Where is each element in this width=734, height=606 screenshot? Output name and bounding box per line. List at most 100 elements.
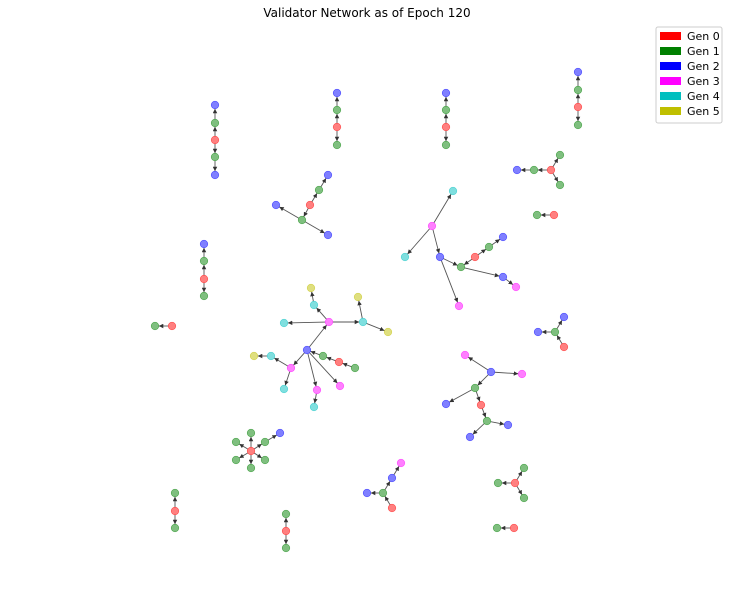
network-edge — [253, 452, 263, 459]
validator-node-gen-1 — [350, 363, 360, 373]
validator-node-gen-1 — [297, 215, 307, 225]
validator-node-gen-1 — [573, 120, 583, 130]
network-edge — [384, 481, 391, 490]
validator-node-gen-1 — [519, 493, 529, 503]
network-edge — [505, 278, 514, 286]
validator-node-gen-2 — [498, 272, 508, 282]
network-edge — [342, 362, 352, 368]
validator-node-gen-1 — [231, 455, 241, 465]
legend-swatch — [660, 92, 681, 100]
legend-label: Gen 1 — [687, 45, 720, 58]
validator-node-gen-1 — [532, 210, 542, 220]
validator-node-gen-2 — [441, 399, 451, 409]
validator-node-gen-1 — [260, 437, 270, 447]
validator-node-gen-3 — [511, 282, 521, 292]
legend-swatch — [660, 32, 681, 40]
legend-swatch — [660, 107, 681, 115]
validator-node-gen-0 — [559, 342, 569, 352]
network-edge — [384, 496, 391, 505]
validator-node-gen-2 — [323, 230, 333, 240]
validator-node-gen-2 — [210, 100, 220, 110]
validator-node-gen-1 — [210, 118, 220, 128]
network-edge — [490, 421, 505, 426]
network-edge — [449, 389, 472, 403]
validator-node-gen-3 — [324, 317, 334, 327]
validator-node-gen-0 — [509, 523, 519, 533]
network-edge — [239, 443, 248, 450]
network-edge — [303, 208, 309, 217]
validator-node-gen-1 — [246, 428, 256, 438]
network-edge — [357, 300, 363, 319]
validator-node-gen-2 — [387, 473, 397, 483]
network-edge — [305, 221, 325, 234]
validator-node-gen-2 — [435, 252, 445, 262]
legend-label: Gen 0 — [687, 30, 720, 43]
network-edge — [393, 466, 400, 475]
validator-node-gen-4 — [279, 318, 289, 328]
validator-node-gen-2 — [441, 88, 451, 98]
network-edge — [316, 307, 327, 320]
validator-node-gen-1 — [231, 437, 241, 447]
network-edge — [293, 352, 305, 366]
validator-node-gen-1 — [529, 165, 539, 175]
network-edge — [472, 423, 485, 435]
network-edge — [284, 371, 291, 386]
validator-node-gen-2 — [533, 327, 543, 337]
validator-node-gen-1 — [246, 463, 256, 473]
edge-layer — [158, 75, 581, 545]
validator-node-gen-0 — [510, 478, 520, 488]
validator-node-gen-1 — [281, 543, 291, 553]
validator-node-gen-5 — [353, 292, 363, 302]
validator-node-gen-2 — [465, 432, 475, 442]
network-edge — [467, 356, 489, 371]
validator-node-gen-1 — [550, 327, 560, 337]
validator-node-gen-0 — [387, 503, 397, 513]
validator-node-gen-2 — [362, 488, 372, 498]
validator-node-gen-2 — [210, 170, 220, 180]
node-layer — [150, 67, 583, 553]
network-edge — [433, 194, 452, 223]
validator-node-gen-2 — [498, 232, 508, 242]
validator-node-gen-2 — [573, 67, 583, 77]
legend-swatch — [660, 62, 681, 70]
validator-node-gen-1 — [456, 262, 466, 272]
validator-node-gen-1 — [519, 463, 529, 473]
network-edge — [279, 206, 299, 219]
validator-node-gen-2 — [512, 165, 522, 175]
validator-node-gen-1 — [470, 383, 480, 393]
validator-node-gen-1 — [260, 455, 270, 465]
network-edge — [552, 173, 559, 182]
validator-node-gen-3 — [396, 458, 406, 468]
validator-node-gen-0 — [573, 102, 583, 112]
validator-node-gen-1 — [281, 509, 291, 519]
validator-node-gen-1 — [482, 416, 492, 426]
network-edge — [432, 229, 441, 254]
validator-node-gen-2 — [271, 200, 281, 210]
network-edge — [311, 193, 318, 202]
validator-node-gen-2 — [275, 428, 285, 438]
validator-node-gen-0 — [441, 122, 451, 132]
validator-node-gen-0 — [210, 135, 220, 145]
validator-node-gen-0 — [476, 400, 486, 410]
network-edge — [475, 391, 481, 402]
validator-node-gen-1 — [555, 150, 565, 160]
validator-node-gen-0 — [334, 357, 344, 367]
validator-node-gen-1 — [555, 180, 565, 190]
network-edge — [253, 443, 263, 450]
validator-node-gen-1 — [484, 242, 494, 252]
network-edge — [556, 335, 563, 344]
legend-label: Gen 2 — [687, 60, 720, 73]
network-edge — [494, 371, 519, 376]
legend-swatch — [660, 77, 681, 85]
network-edge — [307, 353, 318, 387]
validator-node-gen-4 — [448, 186, 458, 196]
validator-node-gen-5 — [249, 351, 259, 361]
validator-node-gen-0 — [332, 122, 342, 132]
network-edge — [407, 228, 430, 255]
network-edge — [309, 352, 338, 384]
network-edge — [274, 357, 288, 367]
validator-node-gen-1 — [493, 478, 503, 488]
validator-node-gen-2 — [503, 420, 513, 430]
network-edge — [308, 324, 328, 348]
